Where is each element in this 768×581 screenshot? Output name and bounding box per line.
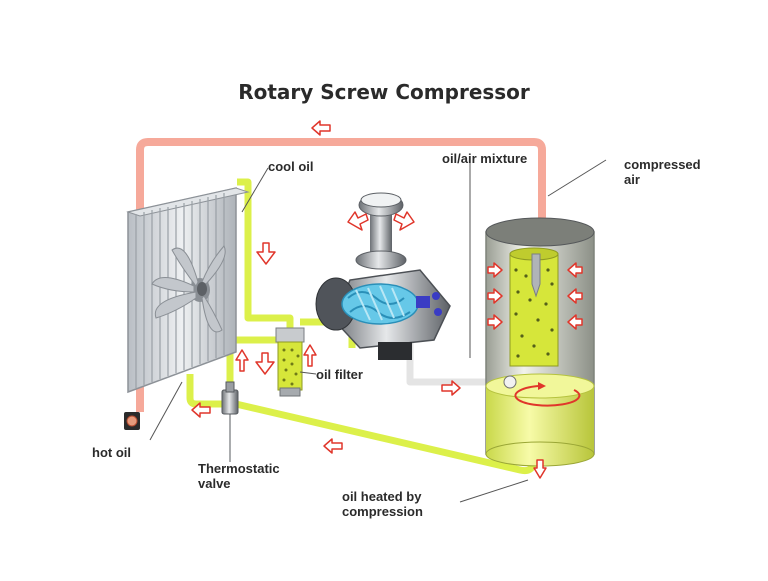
oil-cooler-radiator — [126, 187, 250, 394]
label-compressed-air: compressed air — [624, 157, 701, 187]
label-thermostatic-valve-line1: Thermostatic — [198, 461, 280, 476]
label-oil-air-mixture: oil/air mixture — [442, 151, 528, 166]
fan-icon — [151, 245, 226, 333]
label-oil-heated-line2: compression — [342, 504, 423, 519]
oil-filter-icon — [275, 327, 305, 397]
diagram-title: Rotary Screw Compressor — [238, 80, 530, 104]
label-oil-filter: oil filter — [316, 367, 363, 382]
screw-compressor — [315, 192, 451, 360]
label-hot-oil: hot oil — [92, 445, 131, 460]
label-oil-heated: oil heated by compression — [342, 489, 423, 519]
label-compressed-air-line2: air — [624, 172, 640, 187]
label-compressed-air-line1: compressed — [624, 157, 701, 172]
flow-arrow-icon — [191, 120, 583, 479]
leader-lines — [149, 159, 607, 503]
label-oil-heated-line1: oil heated by — [342, 489, 422, 504]
label-thermostatic-valve: Thermostatic valve — [198, 461, 280, 491]
thermostatic-valve-icon — [221, 381, 239, 462]
separator-tank-icon — [485, 217, 595, 467]
hot-oil-fitting — [124, 412, 140, 430]
label-thermostatic-valve-line2: valve — [198, 476, 231, 491]
screw-rotor-icon — [341, 283, 419, 325]
label-cool-oil: cool oil — [268, 159, 314, 174]
